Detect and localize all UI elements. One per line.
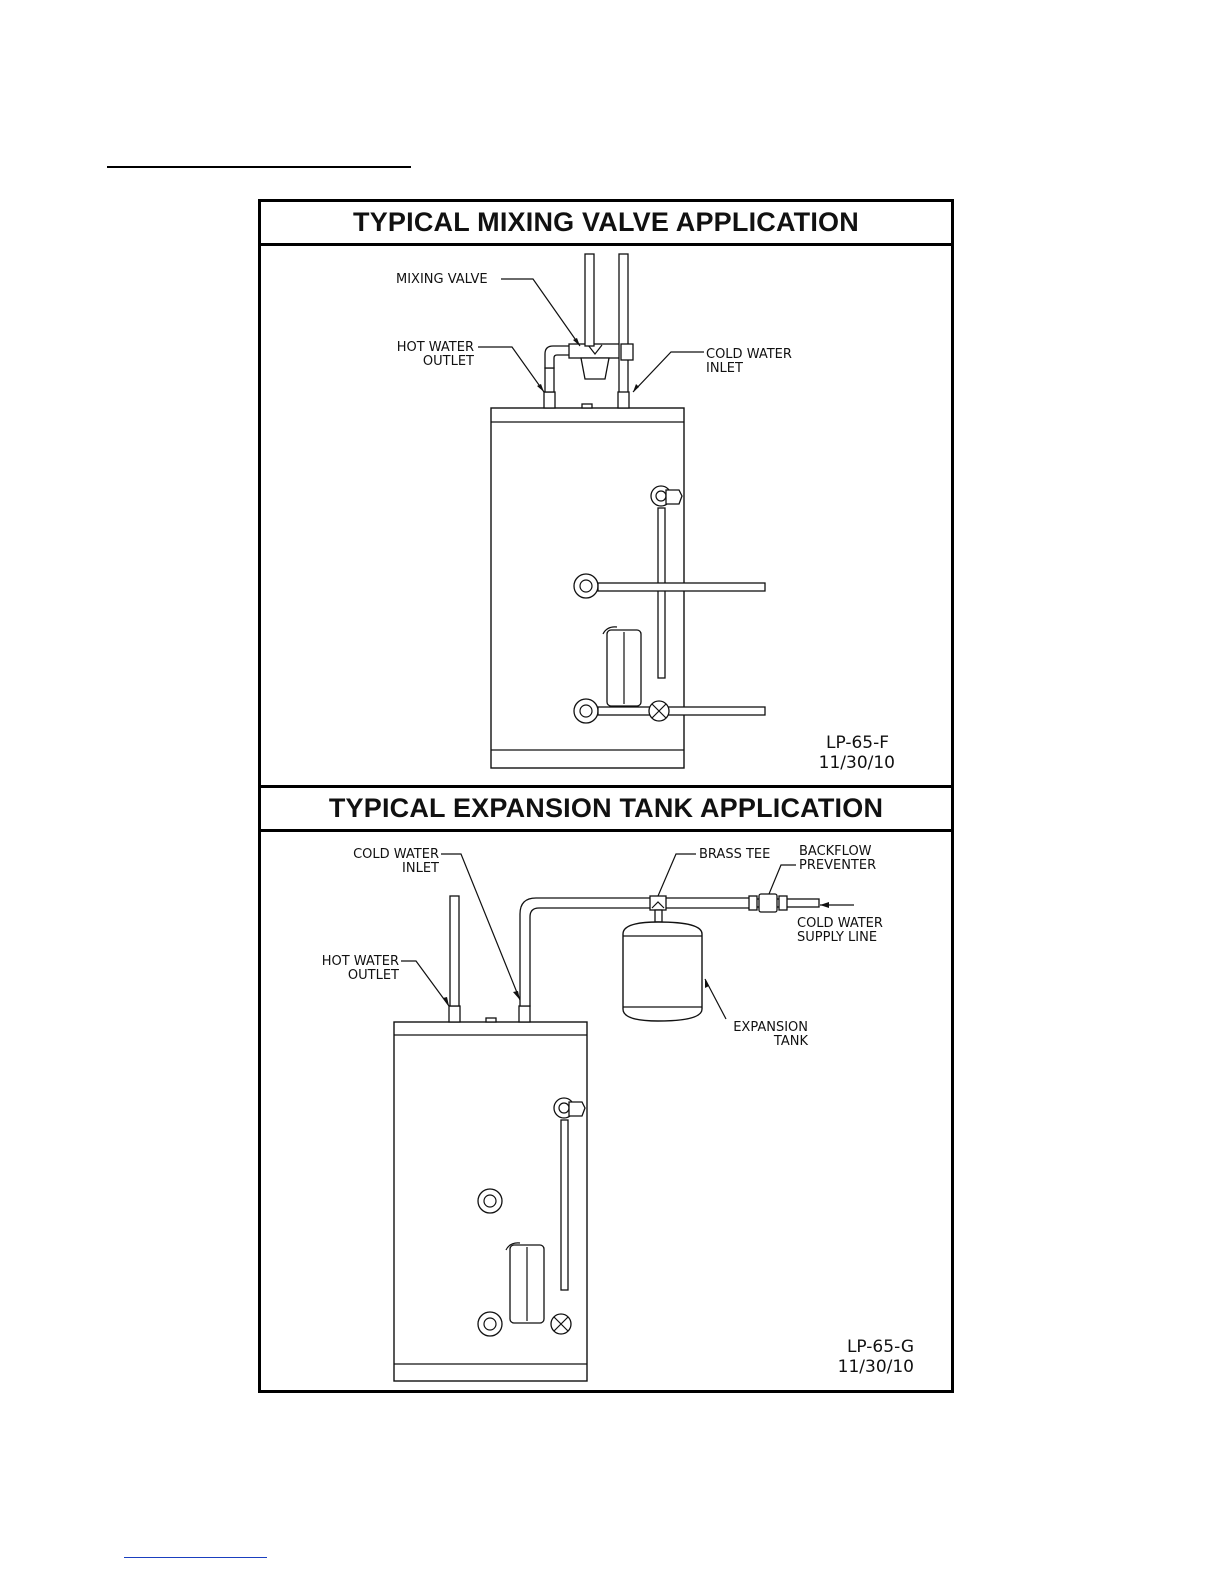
cold-water-label-line1: COLD WATER — [706, 347, 792, 362]
brass-tee-label: BRASS TEE — [699, 847, 770, 862]
footer-link-rule — [124, 1557, 267, 1558]
expansion-tank-drawing: COLD WATER INLET HOT WATER OUTLET BRASS … — [261, 832, 951, 1390]
backflow-label-line1: BACKFLOW — [799, 844, 872, 859]
upper-access-port — [478, 1189, 502, 1213]
header-rule — [107, 166, 411, 168]
mixing-valve-diagram: MIXING VALVE HOT WATER OUTLET COLD WATER… — [261, 246, 951, 785]
cold-water-pipe — [618, 254, 633, 408]
hot-water-label-line1: HOT WATER — [397, 340, 474, 355]
cold-water-label-line2: INLET — [706, 361, 743, 376]
drawing-code: LP-65-F — [826, 733, 889, 753]
control-panel — [506, 1243, 544, 1323]
drawing-date: 11/30/10 — [838, 1357, 914, 1377]
hot-water-pipe — [544, 346, 571, 408]
mixing-valve-label: MIXING VALVE — [396, 272, 488, 287]
expansion-tank-diagram: COLD WATER INLET HOT WATER OUTLET BRASS … — [261, 832, 951, 1390]
expansion-tank-label-line1: EXPANSION — [733, 1020, 808, 1035]
mixing-valve-drawing: MIXING VALVE HOT WATER OUTLET COLD WATER… — [261, 246, 951, 785]
backflow-preventer — [749, 894, 787, 912]
hot-outlet-label-line1: HOT WATER — [322, 954, 399, 969]
supply-label-line2: SUPPLY LINE — [797, 930, 877, 945]
cold-inlet-label-line2: INLET — [402, 861, 439, 876]
drawing-code: LP-65-G — [847, 1337, 914, 1357]
expansion-tank-title-bar: TYPICAL EXPANSION TANK APPLICATION — [258, 785, 954, 832]
hot-outlet-label-line2: OUTLET — [348, 968, 399, 983]
expansion-tank — [623, 922, 702, 1021]
hot-water-label-line2: OUTLET — [423, 354, 474, 369]
mixing-valve — [569, 254, 621, 379]
supply-label-line1: COLD WATER — [797, 916, 883, 931]
expansion-tank-label-line2: TANK — [773, 1034, 809, 1049]
expansion-tank-title: TYPICAL EXPANSION TANK APPLICATION — [329, 793, 883, 824]
cold-inlet-label-line1: COLD WATER — [353, 847, 439, 862]
control-panel — [603, 627, 641, 706]
backflow-label-line2: PREVENTER — [799, 858, 876, 873]
mixing-valve-title-bar: TYPICAL MIXING VALVE APPLICATION — [258, 199, 954, 246]
hot-water-pipe — [449, 896, 460, 1022]
drawing-date: 11/30/10 — [819, 753, 895, 773]
brass-tee — [650, 896, 666, 922]
mixing-valve-title: TYPICAL MIXING VALVE APPLICATION — [353, 207, 859, 238]
